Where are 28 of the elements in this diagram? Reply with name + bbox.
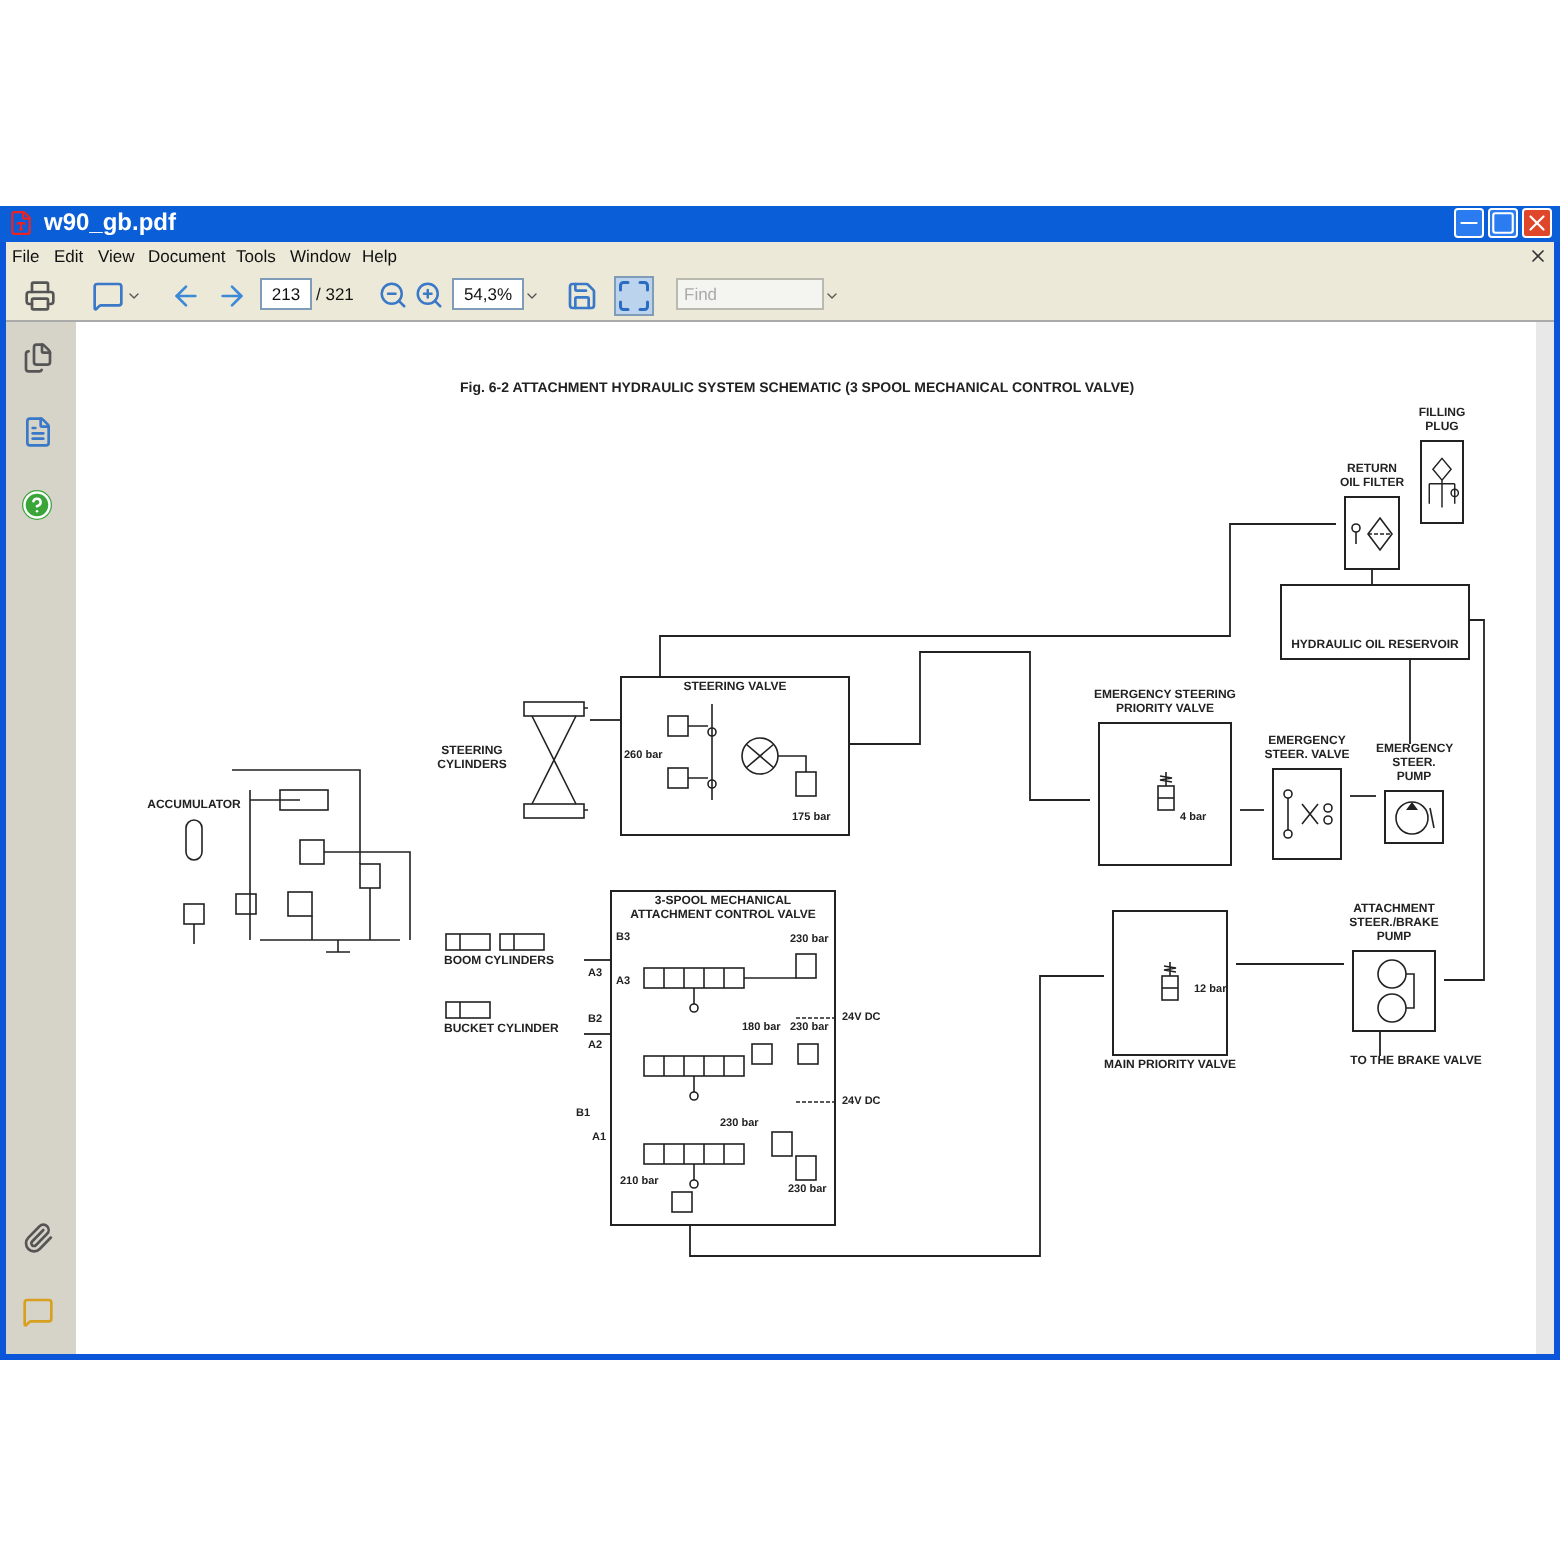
- hydraulic-line: [1379, 1031, 1381, 1057]
- valve-block: [620, 676, 850, 836]
- page-count: / 321: [316, 284, 354, 304]
- valve-block: [610, 890, 836, 1226]
- hydraulic-line: [583, 959, 611, 961]
- reservoir-box: [1280, 584, 1470, 660]
- hydraulic-line: [1239, 809, 1265, 811]
- menu-item: Document: [148, 246, 226, 266]
- hydraulic-line: [1349, 795, 1377, 797]
- menu-item: File: [12, 246, 40, 266]
- search-field: Find: [676, 278, 824, 310]
- menu-item: Window: [290, 246, 351, 266]
- window-title: w90_gb.pdf: [44, 208, 177, 236]
- menu-item: View: [98, 246, 135, 266]
- input-field: 54,3%: [452, 278, 524, 310]
- hydraulic-line: [689, 975, 1105, 1257]
- hydraulic-line: [589, 719, 621, 721]
- menu-item: Tools: [236, 246, 276, 266]
- hydraulic-line: [1235, 963, 1345, 965]
- input-field: 213: [260, 278, 312, 310]
- hydraulic-line: [1443, 619, 1485, 981]
- menu-item: Edit: [54, 246, 84, 266]
- hydraulic-line: [849, 651, 1091, 801]
- hydraulic-line: [1371, 569, 1373, 585]
- hydraulic-line: [1409, 659, 1411, 745]
- hydraulic-line: [583, 1033, 611, 1035]
- hydraulic-line: [659, 523, 1337, 677]
- menu-item: Help: [362, 246, 397, 266]
